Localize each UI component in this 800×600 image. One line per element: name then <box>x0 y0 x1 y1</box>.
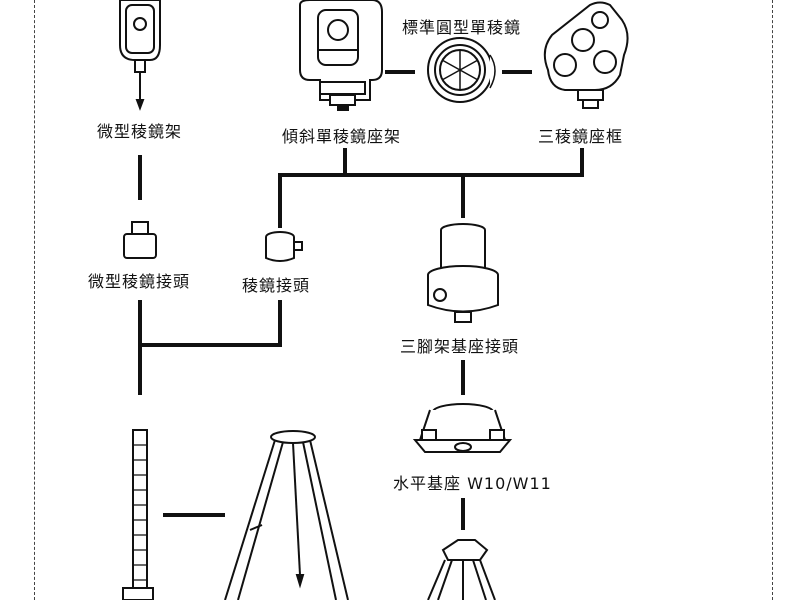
tribrach-label: 水平基座 W10/W11 <box>393 474 552 493</box>
left-border-line <box>34 0 35 600</box>
connector-prism-adapter-to-pole <box>140 300 282 347</box>
mini-prism-adapter-drawing <box>123 221 157 259</box>
tilting-prism-holder-drawing <box>299 0 383 111</box>
tribrach-drawing <box>412 403 513 453</box>
connector-lines <box>138 70 584 530</box>
prism-pole-drawing <box>122 429 154 600</box>
mini-prism-adapter-label: 微型稜鏡接頭 <box>88 272 191 291</box>
prism-adapter-drawing <box>265 231 303 262</box>
standard-round-prism-label: 標準圓型單稜鏡 <box>402 18 522 37</box>
tilting-prism-holder-label: 傾斜單稜鏡座架 <box>282 127 402 146</box>
right-border-line <box>772 0 773 600</box>
mini-prism-holder-label: 微型稜鏡架 <box>97 122 183 141</box>
round-prism-drawing <box>427 37 496 103</box>
tripod-lower-drawing <box>427 539 496 600</box>
triple-prism-holder-drawing <box>543 1 629 109</box>
tripod-adapter-label: 三腳架基座接頭 <box>400 337 520 356</box>
prism-adapter-label: 稜鏡接頭 <box>242 276 311 295</box>
connector-main-bus <box>278 148 584 228</box>
tripod-adapter-drawing <box>427 223 499 323</box>
tripod-drawing <box>224 430 349 600</box>
mini-prism-holder-drawing <box>119 0 161 111</box>
triple-prism-holder-label: 三稜鏡座框 <box>538 127 624 146</box>
